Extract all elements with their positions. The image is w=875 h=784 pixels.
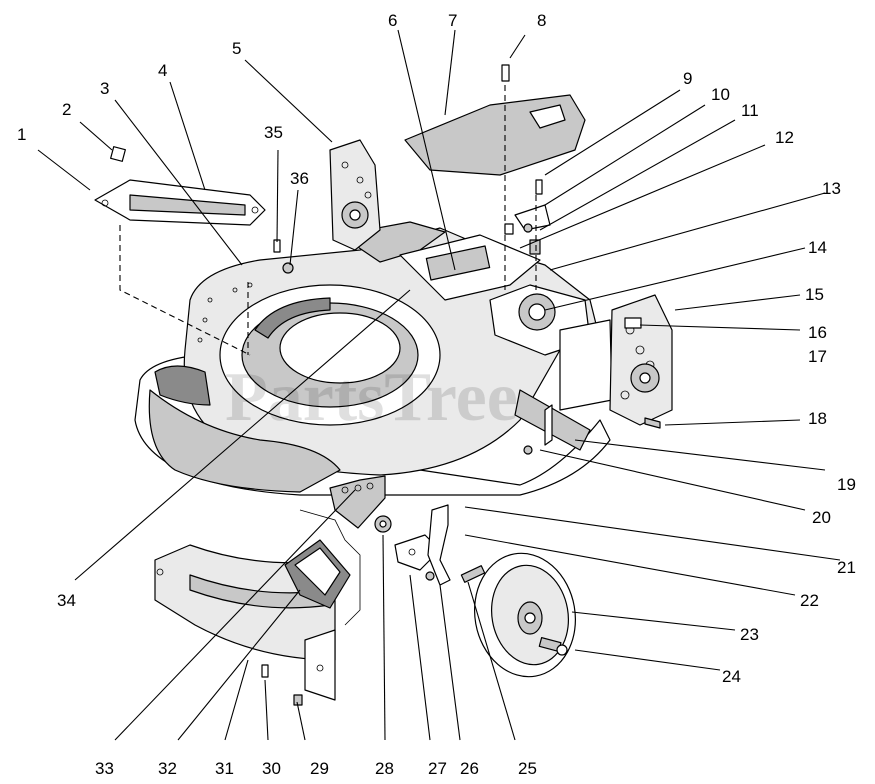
callout-29: 29	[310, 759, 329, 778]
cover-plate	[284, 539, 351, 609]
height-adjuster	[329, 475, 386, 529]
side-plate-15	[609, 294, 673, 426]
lever-22	[427, 504, 451, 586]
callout-16: 16	[808, 323, 827, 342]
callout-36: 36	[290, 169, 309, 188]
washer-28	[374, 515, 392, 533]
callout-14: 14	[808, 238, 827, 257]
callout-15: 15	[805, 285, 824, 304]
callout-8: 8	[537, 11, 546, 30]
axle-bolt-24	[538, 636, 568, 656]
spacer-13	[529, 239, 541, 255]
nut-29	[293, 694, 303, 706]
washer-26	[425, 571, 435, 581]
callout-24: 24	[722, 667, 741, 686]
nut-12	[504, 223, 514, 235]
callout-2: 2	[62, 100, 71, 119]
callouts: 1 2 3 4 5 6 7 8 9 10 11 12 13 14 15 16 1…	[17, 11, 856, 778]
callout-19: 19	[837, 475, 856, 494]
callout-35: 35	[264, 123, 283, 142]
callout-22: 22	[800, 591, 819, 610]
side-plate-5	[329, 139, 381, 251]
callout-6: 6	[388, 11, 397, 30]
washer-11	[523, 223, 533, 233]
callout-1: 1	[17, 125, 26, 144]
bracket-19	[544, 404, 553, 446]
callout-26: 26	[460, 759, 479, 778]
top-cover-7	[404, 94, 586, 176]
leader-lines	[37, 29, 841, 741]
callout-13: 13	[822, 179, 841, 198]
mower-deck	[134, 221, 613, 496]
bracket-10	[514, 204, 551, 231]
callout-17: 17	[808, 347, 827, 366]
callout-3: 3	[100, 79, 109, 98]
watermark: PartsTree	[225, 359, 518, 436]
bolt-9	[535, 179, 543, 195]
baffle-4	[94, 179, 266, 226]
screw-18	[644, 417, 661, 429]
callout-11: 11	[741, 101, 759, 120]
part-16	[624, 317, 642, 329]
callout-20: 20	[812, 508, 831, 527]
callout-5: 5	[232, 39, 241, 58]
callout-23: 23	[740, 625, 759, 644]
callout-4: 4	[158, 61, 167, 80]
nut-36	[282, 262, 294, 274]
screw-20	[523, 445, 533, 455]
bolt-30	[261, 664, 269, 678]
callout-12: 12	[775, 128, 794, 147]
callout-18: 18	[808, 409, 827, 428]
nut-2	[110, 146, 126, 162]
callout-34: 34	[57, 591, 76, 610]
callout-31: 31	[215, 759, 234, 778]
wheel-23	[473, 552, 577, 678]
callout-9: 9	[683, 69, 692, 88]
callout-33: 33	[95, 759, 114, 778]
callout-27: 27	[428, 759, 447, 778]
callout-10: 10	[711, 85, 730, 104]
bolt-8	[501, 64, 510, 290]
callout-30: 30	[262, 759, 281, 778]
callout-21: 21	[837, 558, 856, 577]
bolt-25	[460, 565, 486, 583]
callout-28: 28	[375, 759, 394, 778]
callout-7: 7	[448, 11, 457, 30]
callout-25: 25	[518, 759, 537, 778]
callout-32: 32	[158, 759, 177, 778]
